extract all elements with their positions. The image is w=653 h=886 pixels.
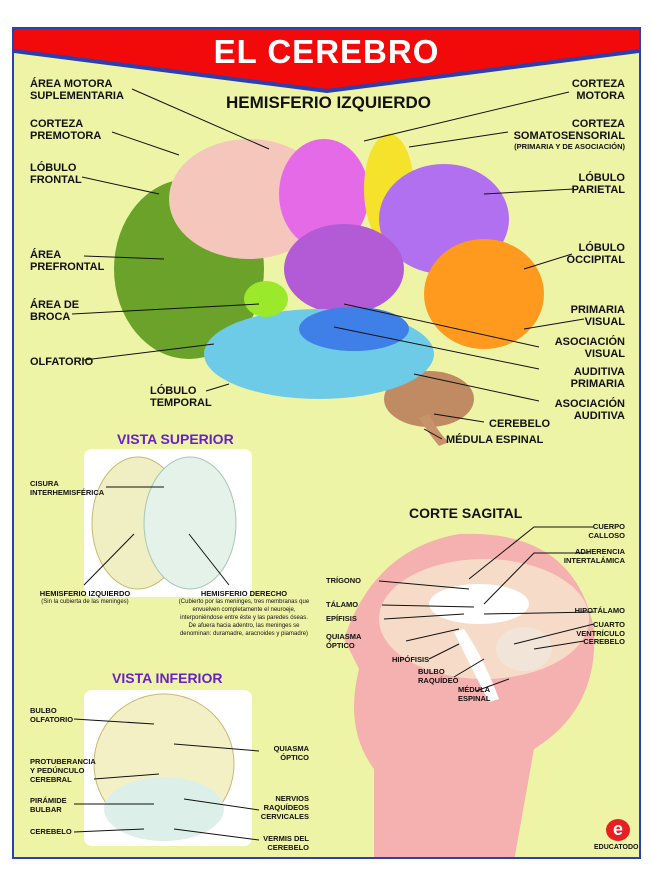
main-illustrations	[71, 88, 595, 857]
label-cerebelo: CEREBELO	[489, 418, 551, 430]
label-talamo: TÁLAMO	[326, 600, 359, 609]
label-cerebelo-sagital: CEREBELO	[583, 637, 625, 646]
lateral-brain-illustration	[114, 134, 544, 446]
label-hipofisis: HIPÓFISIS	[392, 655, 430, 664]
brand-name: EDUCATODO	[594, 844, 639, 851]
title-banner	[14, 29, 639, 94]
label-olfatorio: OLFATORIO	[30, 356, 94, 368]
vista-inferior-heading: VISTA INFERIOR	[112, 670, 223, 686]
label-epifisis: EPÍFISIS	[326, 614, 357, 623]
label-hipotalamo: HIPOTÁLAMO	[574, 606, 625, 615]
label-cerebelo-inferior: CEREBELO	[30, 827, 72, 836]
label-hemisferio-derecho: HEMISFERIO DERECHO (Cubierto por las men…	[178, 589, 310, 637]
poster: EL CEREBRO HEMISFERIO IZQ	[12, 27, 641, 859]
poster-title: EL CEREBRO	[213, 33, 440, 70]
educatodo-logo-icon: e	[606, 819, 630, 841]
vista-superior-heading: VISTA SUPERIOR	[117, 431, 234, 447]
label-trigono: TRÍGONO	[326, 576, 361, 585]
label-hemisferio-izquierdo: HEMISFERIO IZQUIERDO(Sin la cubierta de …	[39, 589, 131, 605]
hemisferio-heading: HEMISFERIO IZQUIERDO	[226, 93, 431, 112]
corte-sagital-heading: CORTE SAGITAL	[409, 505, 523, 521]
label-medula-espinal: MÉDULA ESPINAL	[446, 434, 544, 446]
